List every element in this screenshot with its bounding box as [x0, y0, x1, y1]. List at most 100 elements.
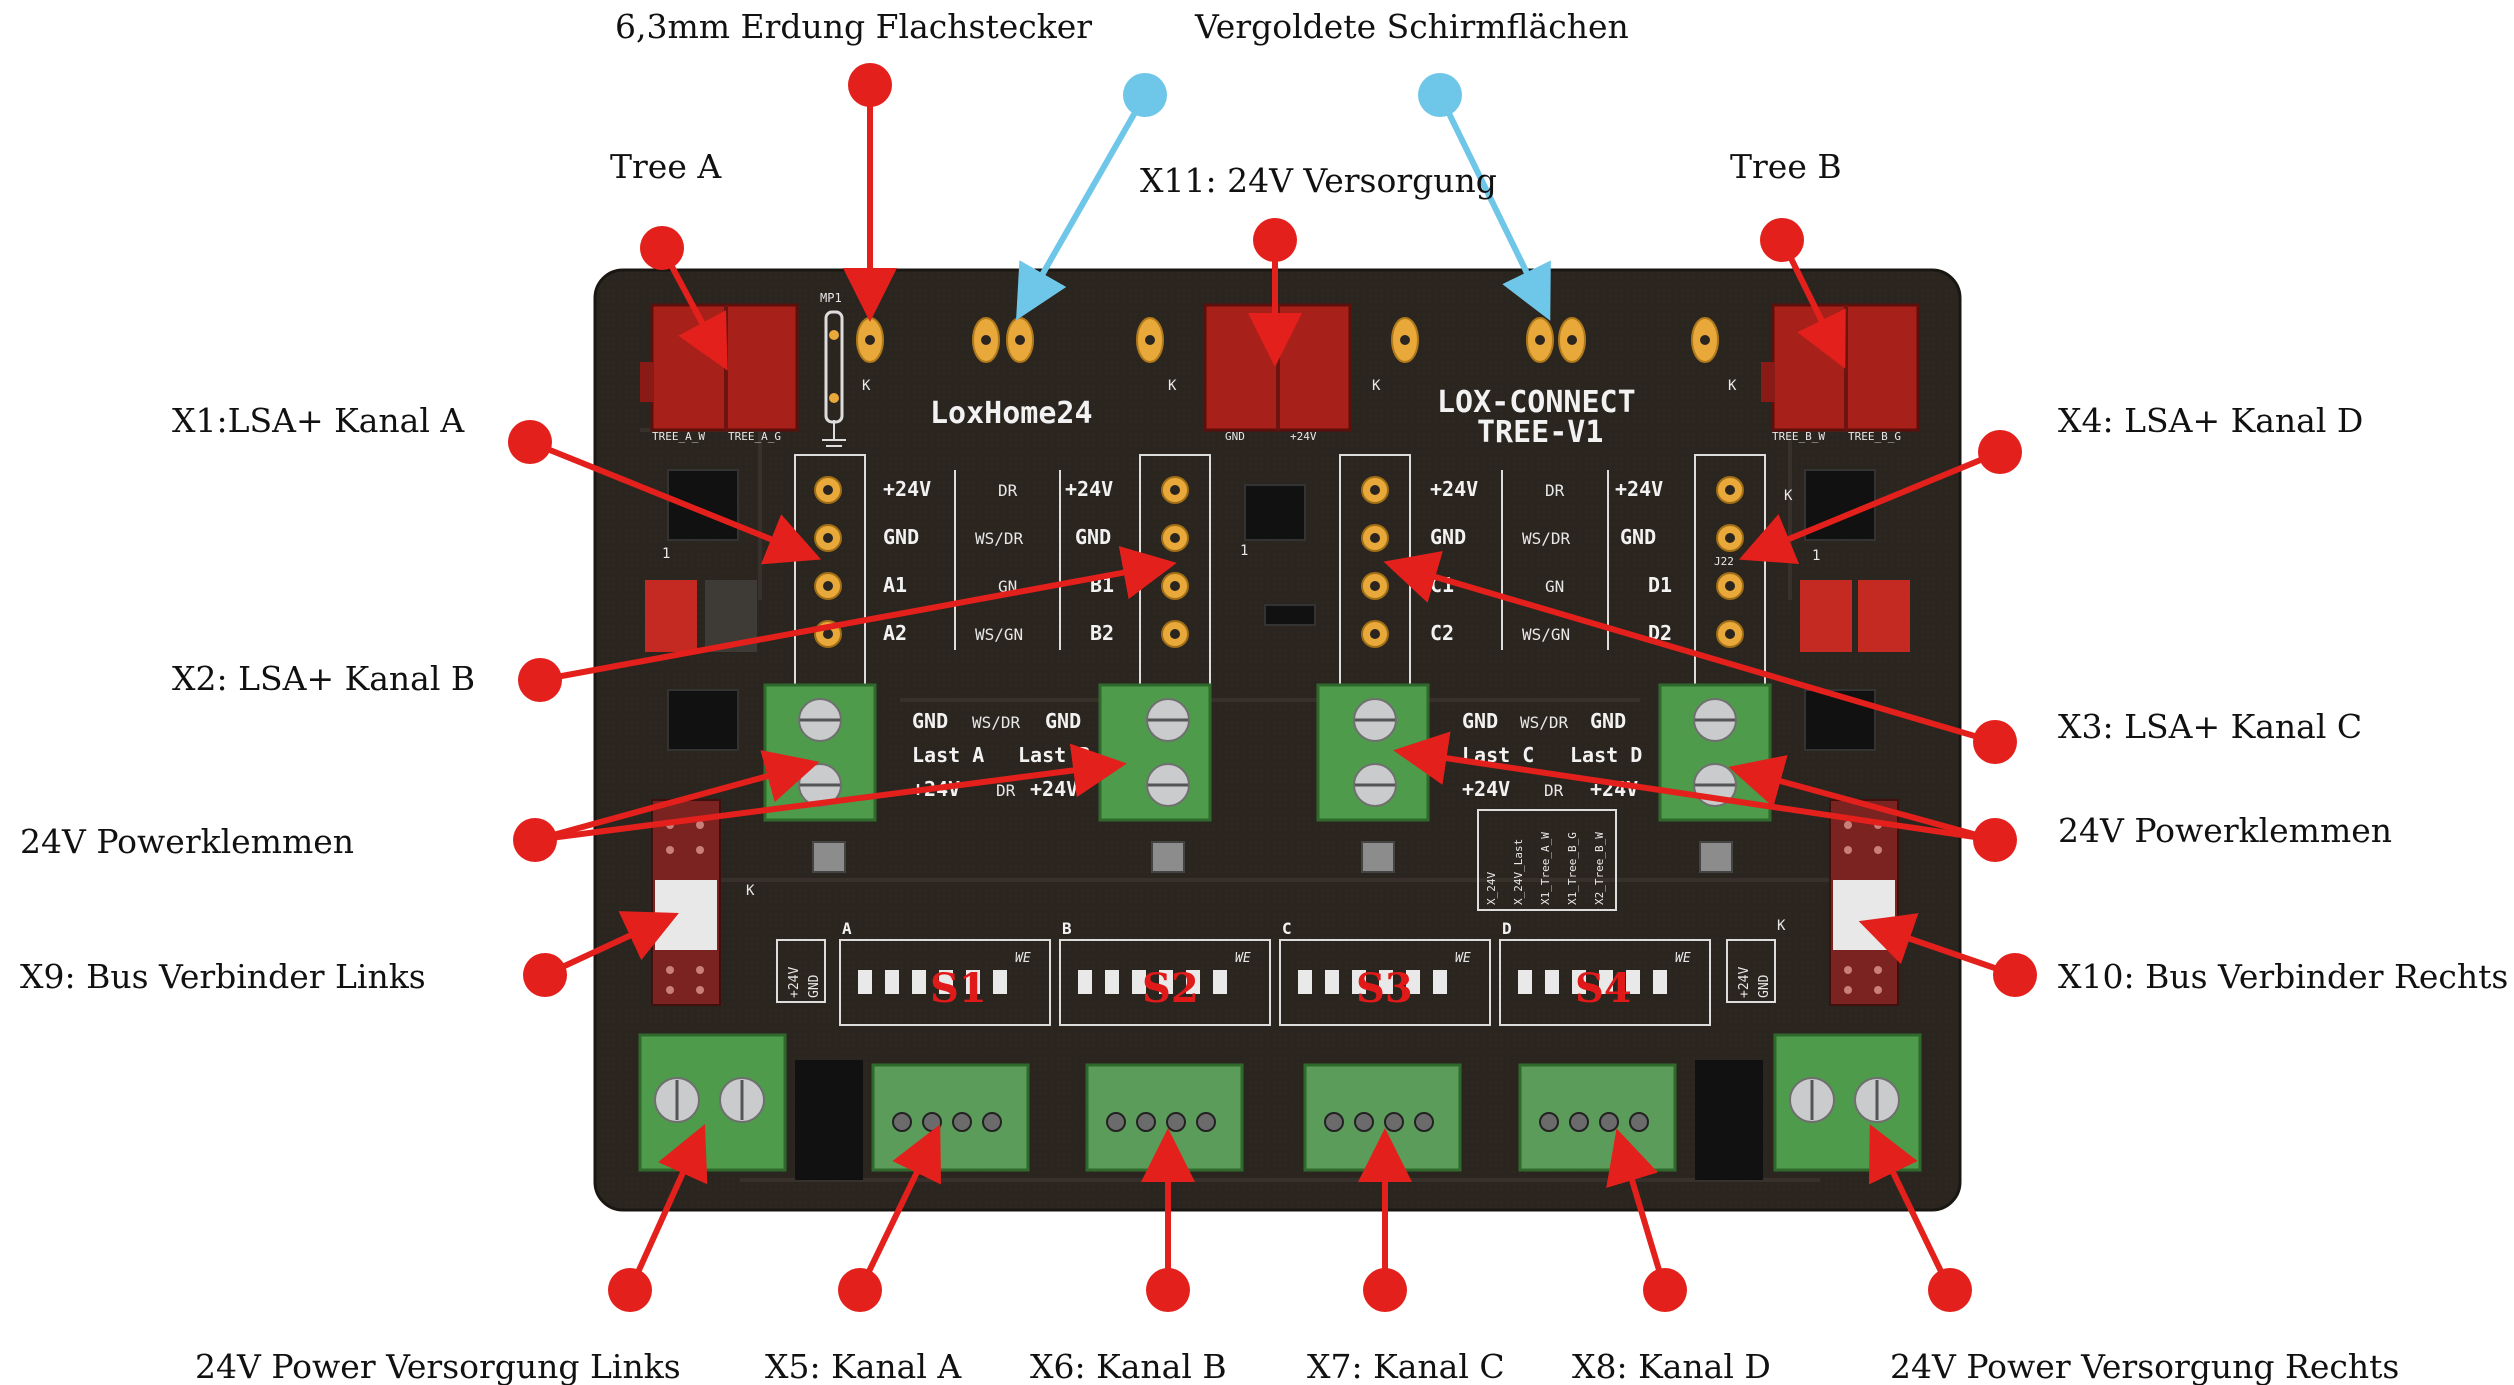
- label-x6: X6: Kanal B: [1030, 1347, 1227, 1385]
- tree-b-connector: TREE_B_W TREE_B_G: [1761, 305, 1918, 443]
- silk-plus24-c: +24V: [1462, 777, 1510, 801]
- x5-connector: [873, 1065, 1028, 1170]
- label-power-left: 24V Powerklemmen: [20, 822, 354, 861]
- silk-dr-c: DR: [1544, 781, 1564, 800]
- label-x3: X3: LSA+ Kanal C: [2058, 707, 2362, 746]
- silk-cd-3: WS/GN: [1522, 625, 1570, 644]
- label-tree-b: Tree B: [1730, 147, 1842, 186]
- silk-cd-1: WS/DR: [1522, 529, 1571, 548]
- silk-a-3: A2: [883, 621, 907, 645]
- small-box-left-l1: +24V: [787, 967, 802, 998]
- sw-ch-c: C: [1282, 919, 1292, 938]
- silk-d-2: D1: [1648, 573, 1672, 597]
- silk-dr-a: DR: [996, 781, 1016, 800]
- silk-c-0: +24V: [1430, 477, 1478, 501]
- we-1: WE: [1015, 951, 1031, 966]
- silk-term-wsdr-c: WS/DR: [1520, 713, 1569, 732]
- silk-last-b: Last B: [1018, 743, 1090, 767]
- label-x7: X7: Kanal C: [1307, 1347, 1505, 1385]
- brand-tree-v1: TREE-V1: [1477, 415, 1603, 450]
- silk-ab-0: DR: [998, 481, 1018, 500]
- label-x8: X8: Kanal D: [1572, 1347, 1771, 1385]
- silk-a-2: A1: [883, 573, 907, 597]
- brand-loxhome24: LoxHome24: [930, 396, 1093, 431]
- switch-s3-label: S3: [1356, 965, 1413, 1012]
- k-mark-1: K: [862, 378, 871, 394]
- dot-ground-tab: [848, 63, 892, 107]
- dot-x4: [1978, 430, 2022, 474]
- label-x5: X5: Kanal A: [765, 1347, 962, 1385]
- small-box-right-l2: GND: [1757, 974, 1772, 998]
- tree-b-pin2-label: TREE_B_G: [1848, 430, 1901, 443]
- switch-s4-label: S4: [1575, 965, 1632, 1012]
- silk-term-gnd-d: GND: [1590, 709, 1626, 733]
- switch-s2-label: S2: [1142, 965, 1199, 1012]
- k-mark-3: K: [1372, 378, 1381, 394]
- silk-b-3: B2: [1090, 621, 1114, 645]
- label-power-right: 24V Powerklemmen: [2058, 811, 2392, 850]
- silk-term-gnd-c: GND: [1462, 709, 1498, 733]
- dot-supply-left: [608, 1268, 652, 1312]
- we-2: WE: [1235, 951, 1251, 966]
- dot-power-right: [1973, 818, 2017, 862]
- k-mark-5: K: [1784, 488, 1793, 504]
- label-x11: X11: 24V Versorgung: [1140, 161, 1497, 200]
- switch-s1-label: S1: [930, 965, 987, 1012]
- legend-line-2: X1_Tree_A_W: [1539, 832, 1552, 905]
- legend-line-4: X2_Tree_B_W: [1593, 832, 1606, 905]
- we-3: WE: [1455, 951, 1471, 966]
- silk-last-d: Last D: [1570, 743, 1642, 767]
- label-supply-right: 24V Power Versorgung Rechts: [1890, 1347, 2399, 1385]
- dot-x7: [1363, 1268, 1407, 1312]
- label-x9: X9: Bus Verbinder Links: [20, 957, 426, 996]
- we-4: WE: [1675, 951, 1691, 966]
- label-x4: X4: LSA+ Kanal D: [2058, 401, 2363, 440]
- silk-c-1: GND: [1430, 525, 1466, 549]
- small-box-left-l2: GND: [807, 974, 822, 998]
- legend-line-0: X_24V: [1485, 872, 1498, 905]
- legend-line-3: X1_Tree_B_G: [1566, 832, 1579, 905]
- dot-x6: [1146, 1268, 1190, 1312]
- k-mark-6: K: [746, 883, 755, 899]
- label-x1: X1:LSA+ Kanal A: [172, 401, 465, 440]
- dot-tree-a: [640, 226, 684, 270]
- legend-line-1: X_24V_Last: [1512, 839, 1525, 905]
- sw-ch-a: A: [842, 919, 852, 938]
- x6-connector: [1087, 1065, 1242, 1170]
- tree-a-connector: TREE_A_W TREE_A_G: [640, 305, 797, 443]
- x8-connector: [1520, 1065, 1675, 1170]
- tree-b-pin1-label: TREE_B_W: [1772, 430, 1825, 443]
- dot-x10: [1993, 953, 2037, 997]
- silk-ab-3: WS/GN: [975, 625, 1023, 644]
- sw-ch-b: B: [1062, 919, 1072, 938]
- silk-term-wsdr-1: WS/DR: [972, 713, 1021, 732]
- silk-c-3: C2: [1430, 621, 1454, 645]
- silk-term-gnd-2: GND: [1045, 709, 1081, 733]
- label-ground-tab: 6,3mm Erdung Flachstecker: [615, 7, 1092, 46]
- x9-bus-connector: [652, 800, 720, 1005]
- silk-b-0: +24V: [1065, 477, 1113, 501]
- pcb-board: TREE_A_W TREE_A_G TREE_B_W TREE_B_G GND …: [595, 270, 1960, 1210]
- dot-supply-right: [1928, 1268, 1972, 1312]
- dot-tree-b: [1760, 218, 1804, 262]
- dot-gold-pads-right: [1418, 73, 1462, 117]
- silk-d-1: GND: [1620, 525, 1656, 549]
- dot-x5: [838, 1268, 882, 1312]
- silk-d-0: +24V: [1615, 477, 1663, 501]
- mp1-label: MP1: [820, 291, 842, 305]
- silk-last-a: Last A: [912, 743, 984, 767]
- dot-x3: [1973, 720, 2017, 764]
- small-box-right-l1: +24V: [1737, 967, 1752, 998]
- tree-a-pin2-label: TREE_A_G: [728, 430, 781, 443]
- silk-a-0: +24V: [883, 477, 931, 501]
- silk-cd-0: DR: [1545, 481, 1565, 500]
- label-x10: X10: Bus Verbinder Rechts: [2058, 957, 2508, 996]
- label-tree-a: Tree A: [610, 147, 722, 186]
- silk-b-1: GND: [1075, 525, 1111, 549]
- one-mark-3: 1: [1812, 548, 1820, 564]
- silk-cd-2: GN: [1545, 577, 1564, 596]
- silk-term-gnd-1: GND: [912, 709, 948, 733]
- dot-x8: [1643, 1268, 1687, 1312]
- x11-pin1-label: GND: [1225, 430, 1245, 443]
- one-mark-2: 1: [1240, 543, 1248, 559]
